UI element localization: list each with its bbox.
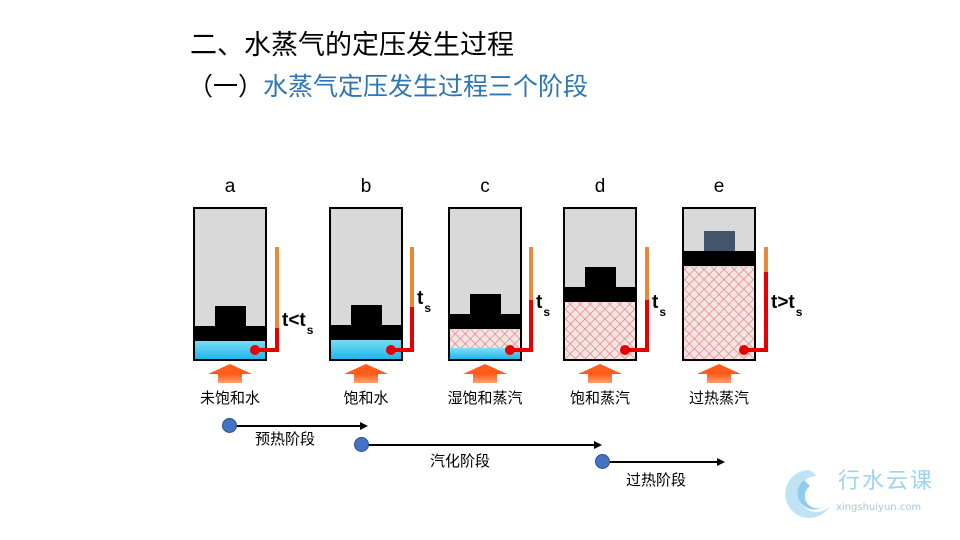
piston bbox=[565, 287, 635, 302]
weight-block bbox=[470, 294, 501, 314]
thermometer-arm bbox=[510, 348, 533, 352]
thermometer-bulb bbox=[250, 345, 260, 355]
thermometer-red bbox=[275, 328, 279, 352]
temperature-label: t<ts bbox=[282, 310, 313, 338]
temp-subscript: s bbox=[659, 305, 667, 319]
cylinder bbox=[448, 207, 522, 361]
state-letter: d bbox=[594, 176, 606, 197]
phase-line bbox=[230, 425, 360, 427]
piston bbox=[684, 251, 754, 266]
temp-subscript: s bbox=[424, 301, 432, 315]
water-region bbox=[331, 339, 401, 359]
state-letter: a bbox=[224, 176, 236, 197]
steam-region bbox=[684, 267, 754, 359]
state-letter: b bbox=[360, 176, 372, 197]
thermometer-bulb bbox=[386, 345, 396, 355]
temp-text: t<t bbox=[282, 310, 306, 331]
temperature-label: ts bbox=[652, 292, 666, 320]
weight-block bbox=[585, 267, 616, 287]
temp-subscript: s bbox=[795, 305, 803, 319]
subtitle-text: 水蒸气定压发生过程三个阶段 bbox=[263, 72, 589, 101]
heat-arrow-shaft bbox=[473, 374, 497, 383]
heat-arrow-icon bbox=[697, 364, 741, 374]
thermometer-stem bbox=[529, 247, 533, 300]
thermometer-stem bbox=[764, 247, 768, 272]
temp-subscript: s bbox=[306, 323, 314, 337]
state-label: 湿饱和蒸汽 bbox=[447, 389, 523, 407]
heat-arrow-shaft bbox=[588, 374, 612, 383]
heat-arrow-icon bbox=[463, 364, 507, 374]
heat-arrow-shaft bbox=[218, 374, 242, 383]
thermometer-red bbox=[764, 272, 768, 352]
temp-subscript: s bbox=[543, 305, 551, 319]
cylinder bbox=[329, 207, 403, 361]
subtitle: （一）水蒸气定压发生过程三个阶段 bbox=[188, 72, 588, 102]
state-label: 饱和蒸汽 bbox=[569, 389, 631, 407]
cylinder bbox=[682, 207, 756, 361]
phase-start-dot bbox=[354, 437, 369, 452]
thermometer-red bbox=[645, 300, 649, 352]
state-label: 未饱和水 bbox=[199, 389, 261, 407]
thermometer-arm bbox=[744, 348, 768, 352]
logo-url: xingshuiyun.com bbox=[836, 502, 922, 513]
water-region bbox=[195, 340, 265, 359]
thermometer-bulb bbox=[505, 345, 515, 355]
arrowhead-icon bbox=[360, 422, 368, 430]
heat-arrow-icon bbox=[344, 364, 388, 374]
temperature-label: ts bbox=[417, 288, 431, 316]
piston bbox=[450, 314, 520, 329]
weight-block bbox=[215, 306, 246, 326]
temp-text: t bbox=[417, 288, 424, 309]
state-letter: e bbox=[713, 176, 725, 197]
state-letter: c bbox=[480, 176, 490, 197]
temp-text: t bbox=[536, 292, 543, 313]
phase-start-dot bbox=[595, 454, 610, 469]
state-label: 过热蒸汽 bbox=[688, 389, 750, 407]
piston bbox=[195, 326, 265, 341]
heat-arrow-shaft bbox=[354, 374, 378, 383]
thermometer-stem bbox=[410, 247, 414, 307]
thermometer-arm bbox=[625, 348, 649, 352]
arrowhead-icon bbox=[594, 441, 602, 449]
phase-label: 汽化阶段 bbox=[430, 452, 491, 470]
thermometer-bulb bbox=[739, 345, 749, 355]
water-region bbox=[450, 348, 520, 359]
page-title: 二、水蒸气的定压发生过程 bbox=[190, 30, 514, 61]
thermometer-stem bbox=[275, 247, 279, 328]
phase-line bbox=[603, 461, 717, 463]
temperature-label: t>ts bbox=[771, 292, 802, 320]
phase-line bbox=[362, 444, 594, 446]
thermometer-arm bbox=[255, 348, 279, 352]
phase-label: 预热阶段 bbox=[255, 430, 316, 448]
arrowhead-icon bbox=[717, 458, 725, 466]
weight-block bbox=[704, 231, 735, 251]
phase-label: 过热阶段 bbox=[626, 471, 687, 489]
temp-text: t bbox=[652, 292, 659, 313]
thermometer-red bbox=[529, 300, 533, 352]
thermometer-bulb bbox=[620, 345, 630, 355]
heat-arrow-icon bbox=[208, 364, 252, 374]
wave-logo-icon bbox=[785, 470, 830, 518]
piston bbox=[331, 325, 401, 340]
cylinder bbox=[563, 207, 637, 361]
thermometer-stem bbox=[645, 247, 649, 300]
logo-text: 行水云课 bbox=[838, 469, 935, 494]
temp-text: t>t bbox=[771, 292, 795, 313]
thermometer-red bbox=[410, 307, 414, 352]
cylinder bbox=[193, 207, 267, 361]
temperature-label: ts bbox=[536, 292, 550, 320]
state-label: 饱和水 bbox=[343, 389, 389, 407]
weight-block bbox=[351, 305, 382, 325]
heat-arrow-icon bbox=[578, 364, 622, 374]
thermometer-arm bbox=[391, 348, 414, 352]
heat-arrow-shaft bbox=[707, 374, 731, 383]
phase-start-dot bbox=[222, 418, 237, 433]
subtitle-prefix: （一） bbox=[188, 72, 264, 101]
